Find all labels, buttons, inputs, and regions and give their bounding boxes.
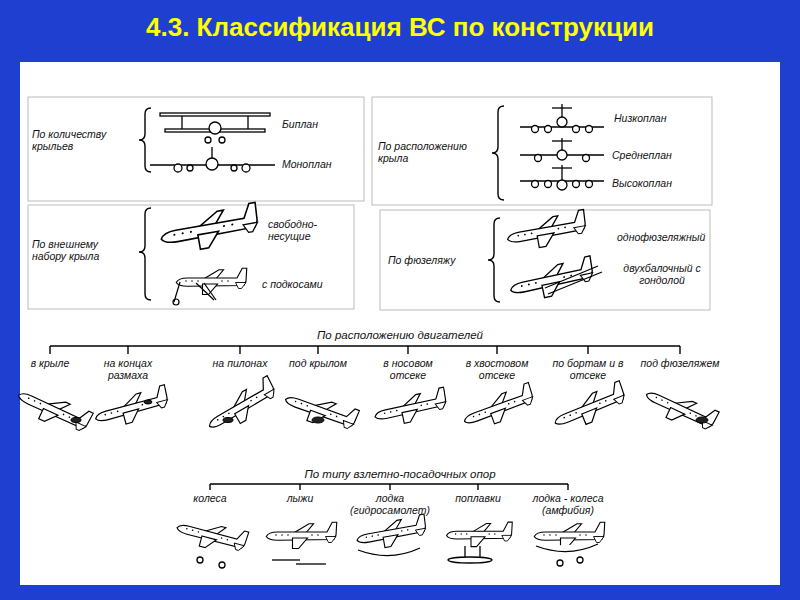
category-label: Моноплан — [282, 158, 362, 170]
category-label: Среднеплан — [612, 149, 697, 161]
category-label: в носовом отсеке — [368, 357, 448, 381]
category-label: с подкосами — [262, 278, 347, 290]
category-label: Высокоплан — [612, 177, 697, 189]
category-label: свободно-несущие — [268, 218, 343, 242]
category-label: на концах размаха — [88, 357, 168, 381]
category-label: двухбалочный с гондолой — [617, 262, 707, 286]
category-label: поплавки — [433, 492, 523, 504]
category-label: колеса — [165, 492, 255, 504]
category-label: на пилонах — [200, 357, 280, 369]
category-label: под крылом — [278, 357, 358, 369]
group-heading: По количеству крыльев — [32, 128, 122, 152]
group-heading: По расположению двигателей — [250, 328, 550, 342]
group-heading: По фюзеляжу — [388, 254, 483, 266]
category-label: Низкоплан — [614, 112, 699, 124]
group-heading: По расположению крыла — [378, 140, 478, 164]
group-heading: По типу взлетно-посадочных опор — [250, 467, 550, 481]
category-label: в хвостовом отсеке — [457, 357, 537, 381]
category-label: Биплан — [282, 118, 352, 130]
slide-title: 4.3. Классификация ВС по конструкции — [0, 12, 800, 43]
category-label: в крыле — [10, 357, 90, 369]
category-label: по бортам и в отсеке — [548, 357, 628, 381]
category-label: лодка - колеса (амфибия) — [523, 492, 613, 516]
category-label: под фюзеляжем — [640, 357, 720, 369]
category-label: лыжи — [255, 492, 345, 504]
group-heading: По внешнему набору крыла — [32, 238, 127, 262]
category-label: лодка (гидросамолет) — [345, 492, 435, 516]
category-label: однофюзеляжный — [617, 231, 727, 243]
